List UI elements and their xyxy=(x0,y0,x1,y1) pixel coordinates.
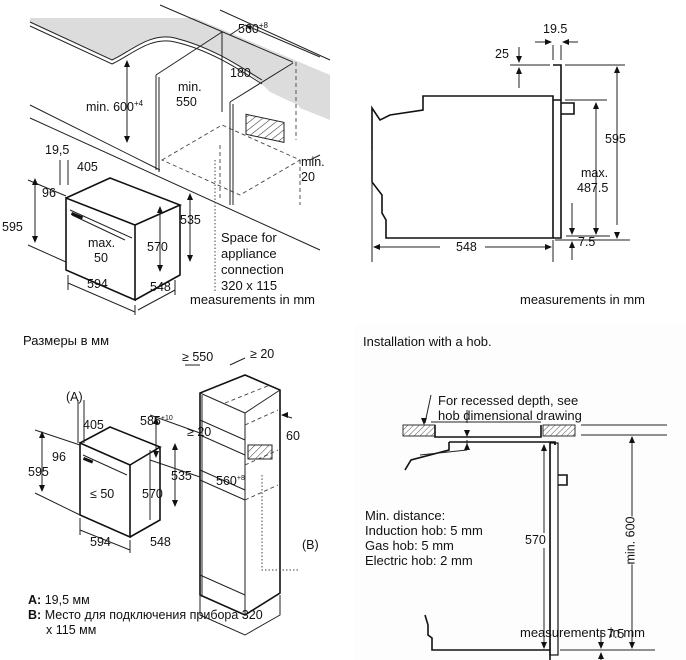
hob-installation-drawing xyxy=(402,394,667,660)
dim-panel-height: 96 xyxy=(52,450,66,464)
hob-note-line: hob dimensional drawing xyxy=(438,408,582,423)
dim-niche-depth-line1: min. xyxy=(178,80,202,94)
legend-item-b: B: Место для подключения прибора 320 xyxy=(28,608,263,622)
min-distance-line: Induction hob: 5 mm xyxy=(365,523,483,538)
dim-bottom-offset: 7.5 xyxy=(578,235,596,249)
dim-front-a: 19,5 xyxy=(45,143,70,157)
dim-handle: ≤ 50 xyxy=(90,487,115,501)
dim-inner-height: 570 xyxy=(147,240,168,254)
connection-note-line: connection xyxy=(221,262,284,277)
hob-note: For recessed depth, see hob dimensional … xyxy=(438,393,582,423)
dim-inner-height: 570 xyxy=(142,487,163,501)
hob-note-line: For recessed depth, see xyxy=(438,393,579,408)
dim-rear-gap: 180 xyxy=(230,66,251,80)
connection-note-line: 320 x 115 xyxy=(221,278,278,293)
dim-max-line1: max. xyxy=(581,166,609,180)
dim-cabinet-height: min. 600+4 xyxy=(86,99,144,115)
dim-handle-line1: max. xyxy=(88,236,116,250)
panel-title: Размеры в мм xyxy=(23,333,110,348)
dim-depth: 548 xyxy=(150,280,171,294)
dim-width: 594 xyxy=(87,277,108,291)
dim-body-height: 535 xyxy=(180,213,201,227)
dim-inner-gap: ≥ 20 xyxy=(187,425,212,439)
worktop xyxy=(30,18,330,120)
min-distance-line: Min. distance: xyxy=(365,508,446,523)
dim-niche-height: 585+10 xyxy=(140,414,173,429)
dim-bottom-offset: 7.5 xyxy=(607,627,625,641)
dim-total-height: 595 xyxy=(28,465,49,479)
panel-side-profile: 19.5 25 595 max. 487.5 7.5 548 measureme… xyxy=(340,0,686,315)
undercounter-drawing xyxy=(27,4,331,315)
panel-tall-cabinet: Размеры в мм xyxy=(0,325,340,660)
units-note: measurements in mm xyxy=(520,292,645,307)
dim-body-height: 535 xyxy=(171,469,192,483)
panel-title: Installation with a hob. xyxy=(363,334,492,349)
connection-note-line: Space for xyxy=(221,230,277,245)
dim-niche-width: 560+8 xyxy=(216,474,245,489)
dim-handle-line2: 50 xyxy=(94,251,108,265)
dim-niche-depth-line2: 550 xyxy=(176,95,197,109)
dim-total-height: 595 xyxy=(2,220,23,234)
min-distance-line: Gas hob: 5 mm xyxy=(365,538,454,553)
dim-vent: 60 xyxy=(286,429,300,443)
dim-panel-height: 96 xyxy=(42,186,56,200)
dim-depth: 548 xyxy=(150,535,171,549)
dim-niche-width: 560+8 xyxy=(238,21,268,37)
dim-tall-depth: ≥ 550 xyxy=(182,350,214,364)
dim-tall-gap: ≥ 20 xyxy=(250,347,275,361)
dim-depth: 548 xyxy=(456,240,477,254)
legend-item-a: A: 19,5 мм xyxy=(28,593,90,607)
legend: A: 19,5 мм B: Место для подключения приб… xyxy=(28,593,263,638)
dim-width: 594 xyxy=(90,535,111,549)
dim-side-gap-line1: min. xyxy=(301,155,325,169)
dim-height: 595 xyxy=(605,132,626,146)
connection-note: Space for appliance connection 320 x 115 xyxy=(221,230,284,294)
panel-undercounter-installation: 560+8 min. 600+4 min. 550 180 min. 20 19… xyxy=(0,0,340,315)
units-note: measurements in mm xyxy=(190,292,315,307)
dim-top-depth: 405 xyxy=(77,160,98,174)
side-profile-drawing xyxy=(371,39,630,262)
dim-side-gap-line2: 20 xyxy=(301,170,315,184)
dim-height: 570 xyxy=(525,533,546,548)
dim-top-depth: 405 xyxy=(83,418,104,432)
min-distance-note: Min. distance: Induction hob: 5 mm Gas h… xyxy=(365,508,483,568)
connection-note-line: appliance xyxy=(221,246,277,261)
dim-min-height: min. 600 xyxy=(623,516,639,565)
dim-front-thickness: 19.5 xyxy=(543,22,568,36)
marker-b: (B) xyxy=(302,538,319,552)
marker-a: (A) xyxy=(66,390,83,404)
tall-cabinet-drawing xyxy=(34,357,300,636)
dim-top-offset: 25 xyxy=(495,47,509,61)
panel-hob-installation: Installation with a hob. For xyxy=(355,325,686,660)
min-distance-line: Electric hob: 2 mm xyxy=(365,553,473,568)
dim-max-line2: 487.5 xyxy=(577,181,609,195)
legend-item-b-cont: x 115 мм xyxy=(46,623,97,637)
units-note: measurements in mm xyxy=(520,625,645,640)
